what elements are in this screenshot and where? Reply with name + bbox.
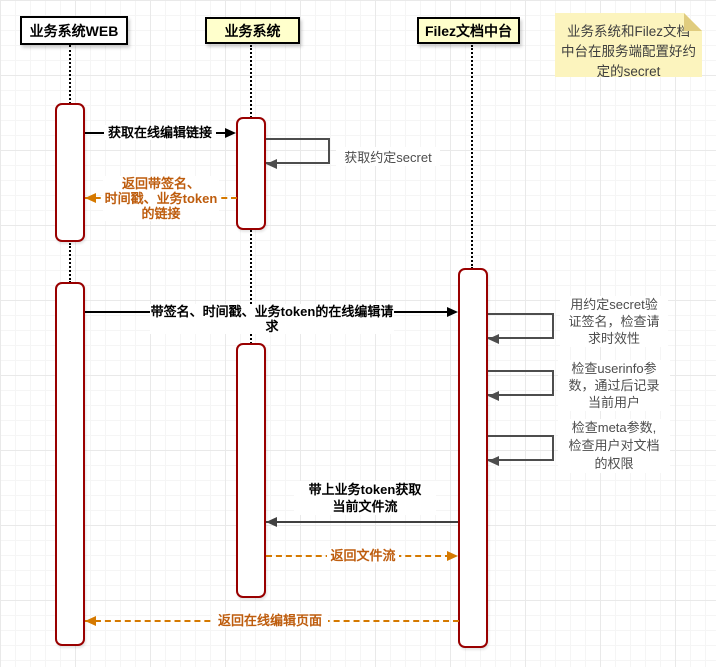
- lifeline-web: [69, 45, 71, 104]
- note-line: 中台在服务端配置好约: [561, 44, 696, 59]
- activation-business-1: [236, 117, 266, 230]
- actor-label: Filez文档中台: [424, 22, 513, 39]
- message-label-verify-signature: 用约定secret验 证签名，检查请 求时效性: [560, 296, 668, 347]
- message-label-return-edit-page: 返回在线编辑页面: [212, 613, 328, 628]
- arrowhead-left-icon: [266, 159, 277, 169]
- note-line: 定的secret: [596, 64, 661, 79]
- message-label-return-link: 返回带签名、 时间戳、业务token 的链接: [103, 176, 219, 221]
- message-label-check-meta: 检查meta参数, 检查用户对文档 的权限: [558, 419, 670, 473]
- message-label-edit-request: 带签名、时间戳、业务token的在线编辑请求: [150, 304, 394, 334]
- arrowhead-right-icon: [447, 551, 458, 561]
- lifeline-filez: [471, 45, 473, 269]
- message-label-get-secret: 获取约定secret: [336, 147, 440, 166]
- self-message-loop: [488, 370, 554, 396]
- activation-web-1: [55, 103, 85, 242]
- note-line: 业务系统和Filez文档: [566, 24, 690, 39]
- actor-filez-doc-platform: Filez文档中台: [417, 17, 520, 44]
- lifeline-web: [69, 243, 71, 283]
- activation-business-2: [236, 343, 266, 598]
- lifeline-business: [250, 230, 252, 344]
- actor-label: 业务系统: [224, 22, 281, 39]
- note-secret-config: 业务系统和Filez文档 中台在服务端配置好约 定的secret: [555, 13, 702, 77]
- message-label-get-file-stream: 带上业务token获取 当前文件流: [294, 481, 436, 515]
- arrowhead-left-icon: [266, 517, 277, 527]
- self-message-loop: [488, 313, 554, 339]
- arrowhead-right-icon: [447, 307, 458, 317]
- arrowhead-left-icon: [488, 456, 499, 466]
- self-message-loop: [488, 435, 554, 461]
- activation-filez: [458, 268, 488, 648]
- message-label-get-edit-link: 获取在线编辑链接: [104, 125, 216, 140]
- note-fold-corner-icon: [684, 13, 702, 31]
- arrowhead-left-icon: [85, 616, 96, 626]
- message-label-check-userinfo: 检查userinfo参 数，通过后记录 当前用户: [558, 360, 670, 411]
- arrowhead-left-icon: [85, 193, 96, 203]
- actor-label: 业务系统WEB: [29, 22, 119, 39]
- arrowhead-left-icon: [488, 334, 499, 344]
- actor-business-system-web: 业务系统WEB: [20, 16, 128, 45]
- lifeline-business: [250, 45, 252, 118]
- arrowhead-left-icon: [488, 391, 499, 401]
- message-line: [266, 521, 458, 523]
- arrowhead-right-icon: [225, 128, 236, 138]
- activation-web-2: [55, 282, 85, 646]
- self-message-loop: [266, 138, 330, 164]
- message-label-return-file-stream: 返回文件流: [327, 548, 399, 563]
- actor-business-system: 业务系统: [205, 17, 300, 44]
